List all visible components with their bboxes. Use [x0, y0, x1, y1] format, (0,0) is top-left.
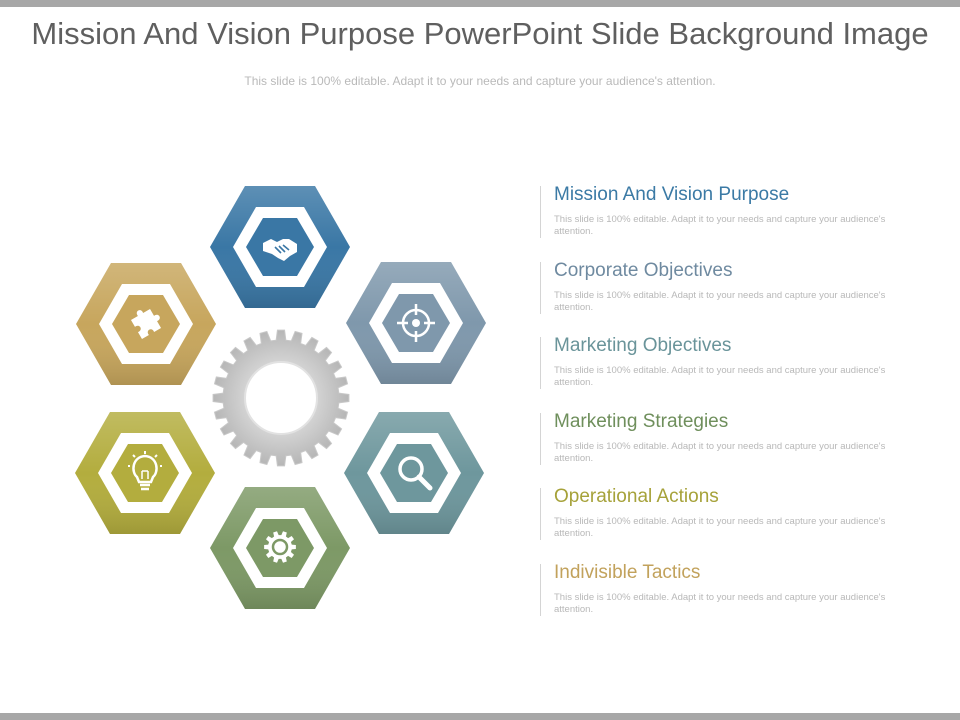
- item-description: This slide is 100% editable. Adapt it to…: [554, 365, 886, 389]
- lightbulb-icon: [128, 451, 162, 491]
- puzzle-icon: [130, 308, 162, 340]
- list-item: Corporate Objectives This slide is 100% …: [540, 260, 900, 336]
- handshake-icon: [263, 239, 297, 261]
- list-item: Marketing Objectives This slide is 100% …: [540, 335, 900, 411]
- item-list: Mission And Vision Purpose This slide is…: [540, 184, 900, 638]
- magnifier-icon: [398, 456, 433, 491]
- list-item: Operational Actions This slide is 100% e…: [540, 486, 900, 562]
- item-title: Corporate Objectives: [554, 259, 733, 281]
- item-description: This slide is 100% editable. Adapt it to…: [554, 214, 886, 237]
- item-description: This slide is 100% editable. Adapt it to…: [554, 591, 886, 615]
- slide-title: Mission And Vision Purpose PowerPoint Sl…: [31, 16, 929, 51]
- item-title: Marketing Strategies: [554, 410, 729, 432]
- bottom-bar: [0, 713, 960, 720]
- top-bar: [0, 0, 960, 7]
- item-description: This slide is 100% editable. Adapt it to…: [554, 440, 886, 464]
- list-item: Marketing Strategies This slide is 100% …: [540, 411, 900, 487]
- list-item: Mission And Vision Purpose This slide is…: [540, 184, 900, 260]
- item-title: Indivisible Tactics: [554, 561, 701, 583]
- hexagon-teal: [344, 412, 484, 534]
- hexagon-olive: [75, 412, 215, 534]
- list-item: Indivisible Tactics This slide is 100% e…: [540, 562, 900, 638]
- center-gear-icon: [212, 329, 350, 467]
- gear-icon: [264, 531, 296, 563]
- item-description: This slide is 100% editable. Adapt it to…: [554, 516, 886, 540]
- item-title: Operational Actions: [554, 486, 719, 508]
- item-title: Mission And Vision Purpose: [554, 184, 790, 205]
- slide-subtitle: This slide is 100% editable. Adapt it to…: [244, 74, 716, 88]
- item-title: Marketing Objectives: [554, 335, 732, 357]
- item-description: This slide is 100% editable. Adapt it to…: [554, 289, 886, 313]
- target-icon: [397, 304, 435, 342]
